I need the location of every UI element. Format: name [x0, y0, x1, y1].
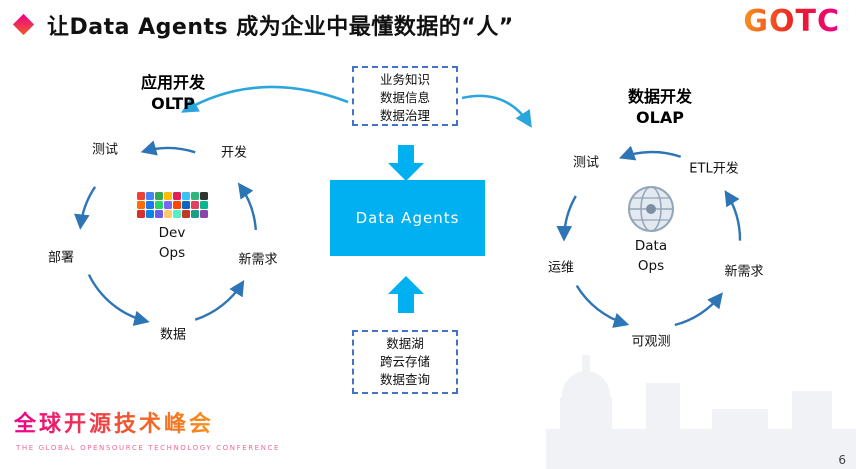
devops-label-line1: Dev	[158, 225, 186, 241]
right-cycle-center-label: Data Ops	[635, 236, 667, 276]
globe-icon	[628, 186, 674, 232]
left-node-develop: 开发	[217, 141, 251, 161]
page-title: 让Data Agents 成为企业中最懂数据的“人”	[47, 15, 514, 40]
right-node-operations: 运维	[544, 256, 578, 276]
left-cycle-heading: 应用开发 OLTP	[127, 72, 219, 114]
storage-line2: 跨云存储	[379, 354, 430, 369]
dataops-label-line1: Data	[634, 238, 668, 254]
left-cycle-arrows	[74, 140, 257, 326]
right-node-etl-develop: ETL开发	[686, 157, 742, 177]
left-cycle-heading-line2: OLTP	[151, 94, 195, 113]
right-node-new-reqs: 新需求	[721, 260, 767, 280]
knowledge-line1: 业务知识	[379, 72, 430, 87]
knowledge-line2: 数据信息	[379, 90, 430, 105]
right-cycle-heading: 数据开发 OLAP	[614, 86, 706, 128]
fat-arrow-up-icon	[388, 276, 424, 313]
left-cycle-center-label: Dev Ops	[159, 223, 186, 263]
app-icons-grid	[137, 192, 209, 218]
right-cycle-heading-line2: OLAP	[636, 108, 684, 127]
data-agents-box: Data Agents	[330, 180, 485, 256]
right-cycle-arrows	[556, 145, 742, 328]
right-node-test: 测试	[569, 151, 603, 171]
fat-arrow-down-icon	[388, 145, 424, 181]
right-node-observable: 可观测	[628, 330, 674, 350]
gotc-logo: GOTC	[743, 4, 840, 39]
dataops-label-line2: Ops	[637, 258, 665, 274]
left-cycle-heading-line1: 应用开发	[140, 73, 205, 92]
devops-label-line2: Ops	[158, 245, 186, 261]
right-cycle-heading-line1: 数据开发	[627, 87, 692, 106]
storage-input-box: 数据湖 跨云存储 数据查询	[352, 330, 458, 394]
storage-line1: 数据湖	[386, 336, 424, 351]
background-building-art	[546, 355, 856, 469]
swoosh-arrow-right	[461, 94, 532, 128]
left-node-data: 数据	[156, 323, 190, 343]
data-agents-label: Data Agents	[355, 209, 460, 227]
summit-logo-title: 全球开源技术峰会	[14, 406, 214, 438]
storage-line3: 数据查询	[379, 372, 430, 387]
left-node-deploy: 部署	[44, 246, 78, 266]
swoosh-arrow-left	[181, 85, 349, 113]
knowledge-input-box: 业务知识 数据信息 数据治理	[352, 66, 458, 126]
left-node-test: 测试	[88, 138, 122, 158]
page-number: 6	[838, 453, 846, 467]
knowledge-line3: 数据治理	[379, 108, 430, 123]
left-node-new-reqs: 新需求	[235, 248, 281, 268]
summit-logo-subtitle: THE GLOBAL OPENSOURCE TECHNOLOGY CONFERE…	[16, 444, 281, 452]
